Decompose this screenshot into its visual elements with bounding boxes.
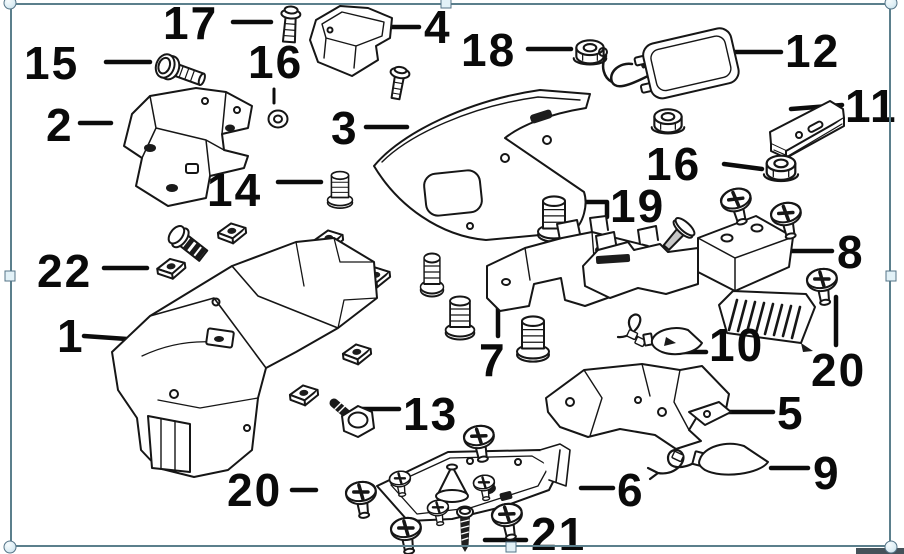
- push-pin-drawing: [662, 217, 696, 251]
- leader-line-16-right: [721, 161, 765, 172]
- bolt-near-part-7-drawing: [444, 295, 476, 341]
- callout-11: 11: [845, 80, 898, 132]
- bolt-near-part-7-drawing: [515, 315, 551, 363]
- selection-handle-top-left[interactable]: [3, 0, 17, 10]
- callout-16-top: 16: [248, 36, 304, 88]
- part-15-bolt-drawing: [154, 53, 206, 87]
- callout-18: 18: [461, 24, 517, 76]
- callout-22: 22: [37, 245, 93, 297]
- callout-6: 6: [617, 464, 645, 516]
- callout-5: 5: [777, 387, 805, 439]
- part-9-turn-signal-drawing: [646, 442, 769, 481]
- part-20-screw-left-drawing: [342, 478, 382, 522]
- callout-20-left: 20: [227, 464, 283, 516]
- part-14-stud-drawing: [326, 170, 354, 209]
- callout-8: 8: [837, 226, 865, 278]
- part-17-bolt-drawing: [280, 5, 302, 44]
- callout-4: 4: [424, 1, 452, 53]
- part-16-washer-drawing: [267, 109, 289, 129]
- bolt-under-part-4-drawing: [389, 65, 411, 101]
- part-10-turn-signal-drawing: [616, 313, 703, 356]
- part-6-plate-drawing: [376, 443, 571, 522]
- selection-handle-top-right[interactable]: [884, 0, 898, 10]
- selection-handle-bottom-left[interactable]: [3, 540, 17, 554]
- callout-2: 2: [46, 99, 74, 151]
- callout-3: 3: [331, 102, 359, 154]
- screw-drawing: [387, 514, 427, 554]
- callout-20-right: 20: [811, 344, 867, 396]
- bolt-under-part-3-drawing: [419, 252, 445, 298]
- callout-17: 17: [163, 0, 219, 49]
- part-8-bracket-drawing: [582, 215, 816, 352]
- callout-9: 9: [813, 447, 841, 499]
- callout-14: 14: [207, 164, 263, 216]
- part-12-tail-light-drawing: [598, 27, 740, 100]
- callout-10: 10: [709, 319, 765, 371]
- callout-16-right: 16: [646, 138, 702, 190]
- callout-21: 21: [531, 508, 587, 554]
- part-22-clip-nut-drawing: [155, 255, 188, 282]
- selection-handle-middle-right[interactable]: [885, 270, 897, 282]
- part-16-nut-right-drawing: [762, 154, 800, 183]
- part-1-rear-fender-drawing: [111, 237, 378, 478]
- screw-drawing: [488, 499, 528, 544]
- leader-line-1: [81, 333, 130, 342]
- part-5-bracket-drawing: [545, 363, 732, 450]
- selection-handle-bottom-right[interactable]: [884, 540, 898, 554]
- callout-1: 1: [57, 310, 85, 362]
- callout-15: 15: [24, 37, 80, 89]
- callout-7: 7: [479, 334, 507, 386]
- callout-19: 19: [610, 180, 666, 232]
- selection-handle-middle-left[interactable]: [4, 270, 16, 282]
- bolt-near-22-drawing: [167, 225, 209, 262]
- part-4-bracket-drawing: [309, 5, 393, 77]
- part-2-bracket-drawing: [123, 87, 253, 207]
- part-18-nut-drawing: [572, 39, 608, 66]
- part-16-nut-left-drawing: [650, 108, 686, 135]
- clip-nut-drawing: [341, 341, 374, 367]
- part-3-tail-cowl-drawing: [373, 89, 591, 241]
- selection-handle-top-center[interactable]: [440, 0, 452, 9]
- callout-13: 13: [403, 388, 459, 440]
- selection-handle-bottom-center[interactable]: [505, 541, 517, 553]
- part-21-screw-drawing: [456, 505, 474, 552]
- clip-nut-drawing: [216, 220, 249, 246]
- callout-12: 12: [785, 25, 841, 77]
- part-13-hex-bolt-drawing: [329, 398, 375, 438]
- clip-nut-drawing: [288, 382, 321, 408]
- window-corner-fragment: [856, 548, 904, 554]
